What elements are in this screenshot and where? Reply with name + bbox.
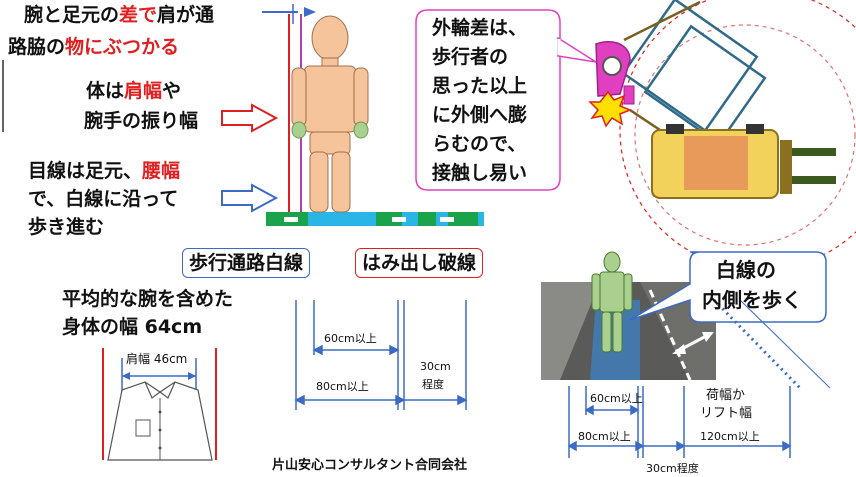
mid-measure-60: 60cm以上 [324, 332, 377, 345]
right-measure-diagram [567, 386, 792, 458]
label-overflow-line: はみ出し破線 [355, 248, 484, 278]
speech-bubble-shape [415, 9, 597, 191]
mid-measure-30a: 30cm [420, 360, 451, 373]
right-load-width-b: リフト幅 [700, 406, 753, 421]
body-width-line2: 身体の幅 64cm [62, 316, 203, 338]
shirt-diagram [102, 348, 217, 461]
mannequin-figure [291, 15, 369, 213]
caption-eyeline: 目線は足元、腰幅 [28, 160, 181, 182]
bubble-text: 外輪差は、 歩行者の 思った以上 に外側へ膨 らむので、 接触し易い [432, 17, 528, 184]
mid-measure-diagram [294, 300, 468, 410]
right-measure-30: 30cm程度 [646, 462, 699, 475]
body-width-line1: 平均的な腕を含めた [62, 288, 234, 310]
label-walkway-line: 歩行通路白線 [182, 248, 311, 278]
right-measure-60: 60cm以上 [590, 392, 643, 405]
caption-arm-gap: 腕と足元の差で肩が通 [24, 4, 215, 26]
caption-walk: 歩き進む [28, 216, 105, 238]
arrow-right-blue [221, 183, 279, 213]
right-measure-120: 120cm以上 [700, 430, 760, 443]
caption-arm-swing: 腕手の振り幅 [84, 110, 199, 132]
right-measure-80: 80cm以上 [578, 430, 631, 443]
right-load-width-a: 荷幅か [706, 388, 746, 403]
mid-measure-30b: 程度 [422, 378, 444, 391]
company-name: 片山安心コンサルタント合同会社 [272, 458, 468, 473]
photo-callout-shape [629, 251, 827, 323]
arrow-right-red [221, 103, 279, 133]
photo-callout-line2: 内側を歩く [702, 288, 802, 312]
photo-callout-line1: 白線の [716, 258, 776, 282]
caption-body-width: 体は肩幅や [86, 80, 182, 102]
forklift-turn-diagram [588, 0, 856, 271]
caption-hit-object: 路脇の物にぶつかる [8, 36, 180, 58]
shoulder-width-label: 肩幅 46cm [126, 352, 188, 366]
mid-measure-80: 80cm以上 [316, 380, 369, 393]
caption-follow-line: で、白線に沿って [28, 188, 179, 210]
